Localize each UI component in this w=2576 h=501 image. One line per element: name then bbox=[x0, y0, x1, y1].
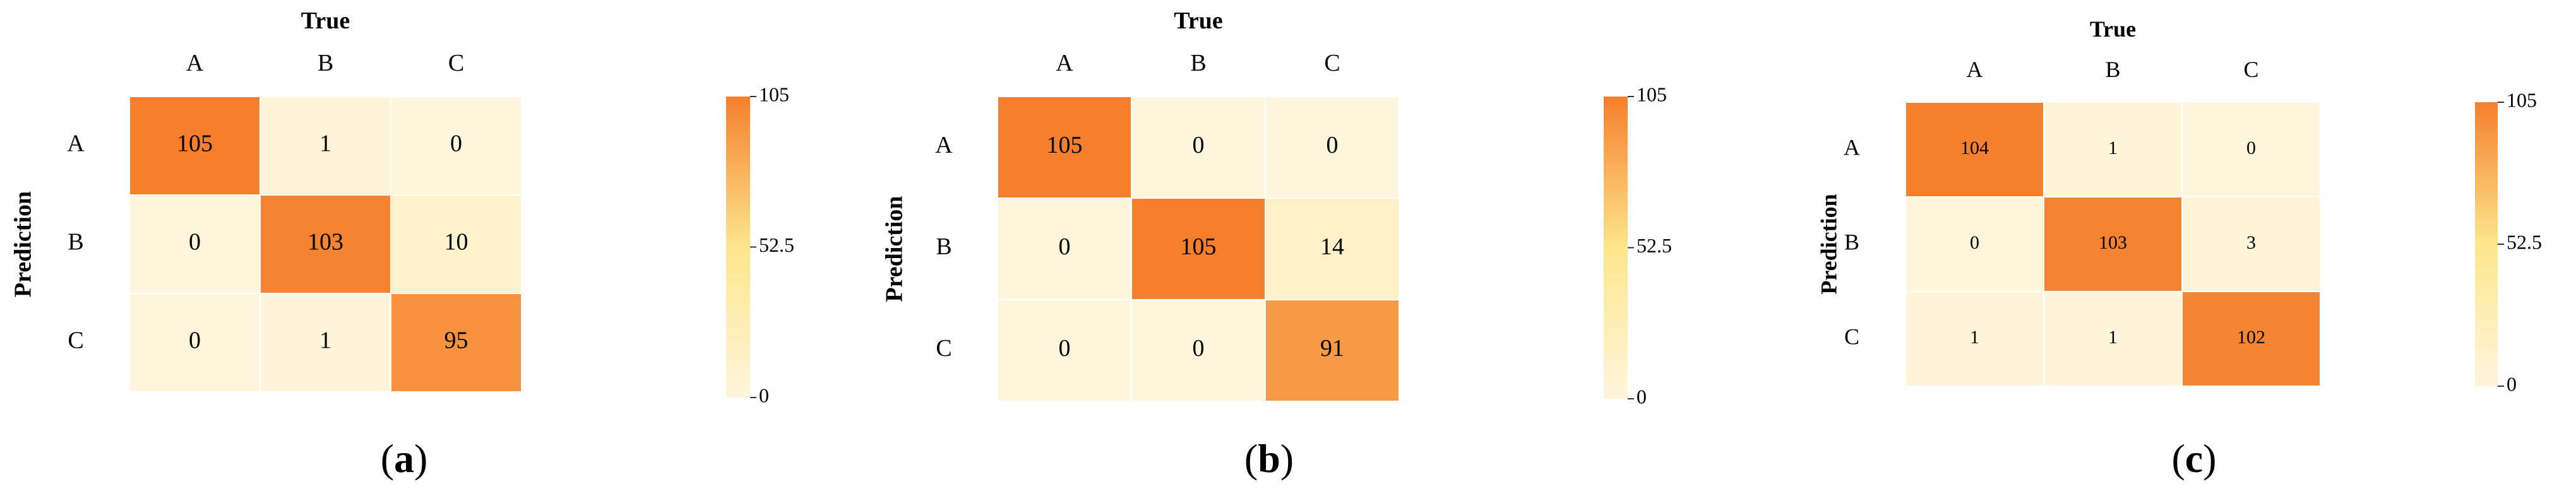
colorbar-tick-label: 52.5 bbox=[1637, 234, 1672, 257]
colorbar-tick-label: 105 bbox=[759, 83, 789, 105]
cell-value-label: 0 bbox=[1193, 335, 1205, 362]
cell-value-label: 0 bbox=[189, 229, 201, 256]
cell-value-label: 95 bbox=[444, 327, 468, 354]
x-tick-label: B bbox=[318, 50, 333, 76]
cell-value-label: 0 bbox=[189, 327, 201, 354]
cell-value-label: 0 bbox=[1193, 132, 1205, 158]
cell-value-label: 104 bbox=[1960, 138, 1989, 158]
colorbar bbox=[1604, 97, 1628, 399]
heatmap-cell bbox=[2181, 196, 2321, 292]
colorbar-tick-label: 105 bbox=[1637, 83, 1667, 105]
cell-value-label: 0 bbox=[2246, 138, 2256, 158]
heatmap-cell bbox=[390, 293, 522, 392]
heatmap-cell bbox=[997, 197, 1132, 300]
cell-value-label: 0 bbox=[450, 131, 462, 157]
heatmap-cell bbox=[2043, 291, 2183, 387]
cell-value-label: 0 bbox=[1970, 232, 1979, 253]
colorbar-tick-label: 52.5 bbox=[2507, 230, 2542, 253]
x-tick-label: C bbox=[448, 50, 464, 76]
caption-a: (a) bbox=[380, 436, 428, 481]
y-axis-title: Prediction bbox=[1816, 194, 1841, 294]
cell-value-label: 0 bbox=[1059, 233, 1071, 260]
cell-value-label: 103 bbox=[2099, 232, 2127, 253]
heatmap-cell bbox=[1265, 96, 1400, 199]
cell-value-label: 1 bbox=[319, 327, 331, 354]
caption-b: (b) bbox=[1244, 436, 1294, 481]
x-tick-label: C bbox=[1324, 50, 1340, 76]
y-axis-title: Prediction bbox=[10, 191, 37, 297]
cell-value-label: 0 bbox=[1059, 335, 1071, 362]
x-axis-title: True bbox=[301, 8, 350, 34]
heatmap-cell bbox=[1265, 197, 1400, 300]
cell-value-label: 102 bbox=[2237, 327, 2265, 348]
heatmap-cell bbox=[390, 194, 522, 294]
cell-value-label: 0 bbox=[1327, 132, 1339, 158]
cell-value-label: 105 bbox=[177, 131, 213, 157]
heatmap-cell bbox=[129, 96, 261, 196]
x-tick-label: A bbox=[1967, 57, 1983, 82]
colorbar bbox=[726, 97, 750, 398]
colorbar-tick-label: 0 bbox=[759, 384, 769, 406]
heatmap-cell bbox=[1131, 96, 1266, 199]
heatmap-cell bbox=[259, 293, 391, 392]
cell-value-label: 91 bbox=[1320, 335, 1344, 362]
heatmap-cell bbox=[2043, 102, 2183, 197]
y-tick-label: C bbox=[1844, 324, 1859, 349]
x-tick-label: A bbox=[186, 50, 204, 76]
y-tick-label: C bbox=[68, 327, 83, 354]
colorbar-tick-label: 105 bbox=[2507, 88, 2537, 111]
heatmap-cell bbox=[259, 96, 391, 196]
heatmap-cell bbox=[129, 194, 261, 294]
y-tick-label: C bbox=[936, 335, 951, 362]
cell-value-label: 105 bbox=[1181, 233, 1217, 260]
x-axis-title: True bbox=[2090, 16, 2136, 42]
colorbar-tick-label: 0 bbox=[2507, 372, 2517, 395]
y-tick-label: B bbox=[936, 233, 951, 260]
heatmap-cell bbox=[1265, 299, 1400, 402]
colorbar-tick-label: 0 bbox=[1637, 385, 1647, 408]
cell-value-label: 1 bbox=[2108, 138, 2118, 158]
cell-value-label: 14 bbox=[1320, 233, 1344, 260]
heatmap-cell bbox=[2181, 102, 2321, 197]
cell-value-label: 1 bbox=[2108, 327, 2118, 348]
x-tick-label: B bbox=[2105, 57, 2120, 82]
y-tick-label: A bbox=[67, 131, 85, 157]
heatmap-cell bbox=[997, 299, 1132, 402]
cell-value-label: 1 bbox=[319, 131, 331, 157]
y-tick-label: A bbox=[935, 132, 953, 158]
y-tick-label: B bbox=[1844, 229, 1859, 254]
y-tick-label: A bbox=[1844, 134, 1860, 160]
y-axis-title: Prediction bbox=[881, 196, 908, 302]
heatmap-cell bbox=[2181, 291, 2321, 387]
cell-value-label: 103 bbox=[307, 229, 343, 256]
cell-value-label: 10 bbox=[444, 229, 468, 256]
x-tick-label: A bbox=[1056, 50, 1073, 76]
caption-c: (c) bbox=[2171, 436, 2217, 481]
heatmap-cell bbox=[129, 293, 261, 392]
y-tick-label: B bbox=[68, 229, 83, 256]
heatmap-cell bbox=[997, 96, 1132, 199]
heatmap-cell bbox=[259, 194, 391, 294]
heatmap-cell bbox=[1131, 197, 1266, 300]
heatmap-cell bbox=[390, 96, 522, 196]
x-tick-label: B bbox=[1190, 50, 1206, 76]
heatmap-cell bbox=[1131, 299, 1266, 402]
colorbar-tick-label: 52.5 bbox=[759, 233, 794, 256]
heatmap-cell bbox=[1905, 102, 2044, 197]
heatmap-cell bbox=[1905, 196, 2044, 292]
cell-value-label: 3 bbox=[2246, 232, 2256, 253]
heatmap-cell bbox=[2043, 196, 2183, 292]
heatmap-cell bbox=[1905, 291, 2044, 387]
cell-value-label: 105 bbox=[1047, 132, 1083, 158]
x-axis-title: True bbox=[1174, 8, 1222, 34]
x-tick-label: C bbox=[2243, 57, 2258, 82]
cell-value-label: 1 bbox=[1970, 327, 1979, 348]
colorbar bbox=[2475, 102, 2498, 386]
